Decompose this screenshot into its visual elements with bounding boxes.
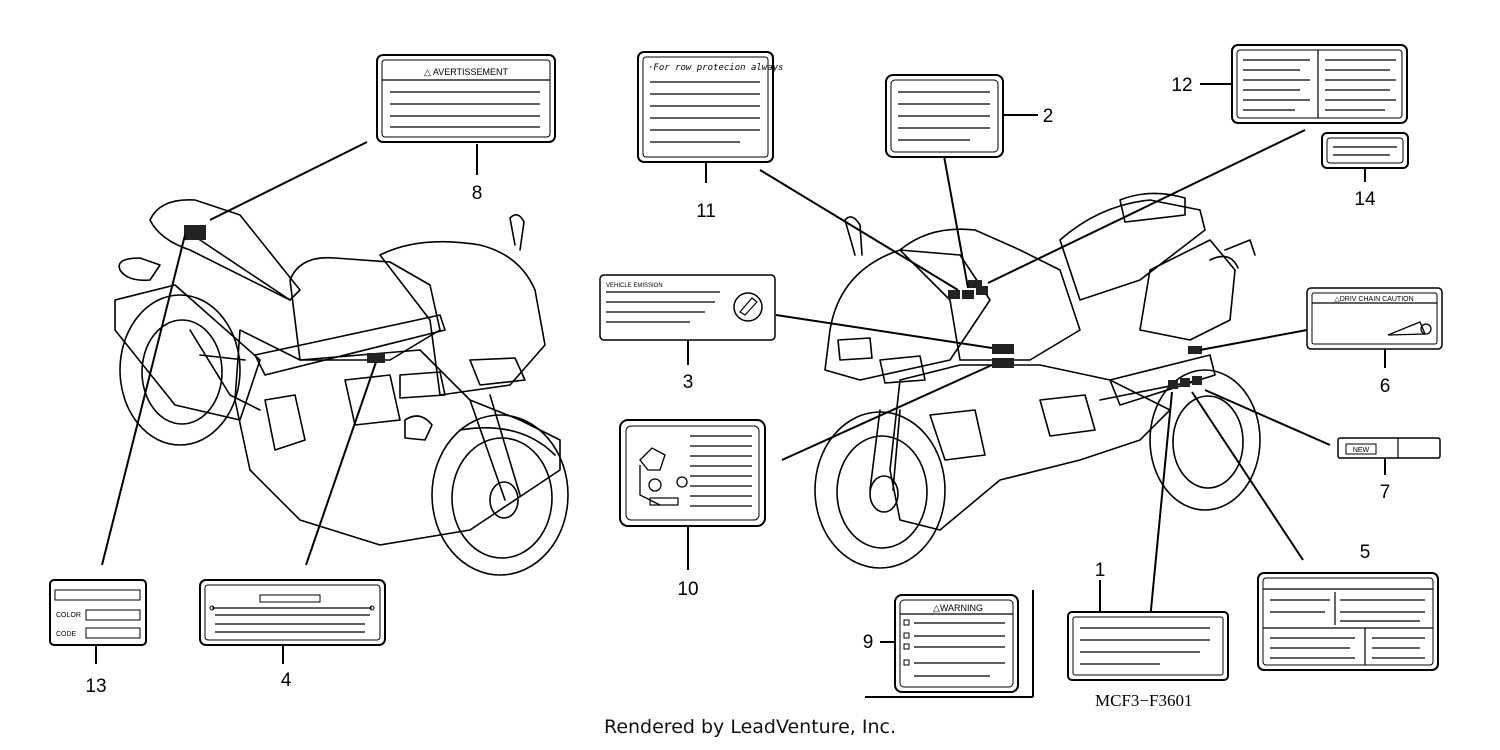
callout-3: 3 [683, 372, 694, 393]
label-12 [1231, 44, 1408, 124]
color-text: COLOR [56, 612, 81, 619]
right-bike-label-patches [948, 280, 1202, 389]
leader-lines [95, 83, 1386, 698]
tire-pressure-text: ·For row protecion always [648, 63, 783, 73]
callout-12: 12 [1171, 75, 1192, 96]
callout-5: 5 [1360, 542, 1371, 563]
callout-9: 9 [863, 632, 874, 653]
label-6-drive-chain-caution: △DRIV CHAIN CAUTION [1306, 287, 1443, 350]
new-text: NEW [1353, 447, 1370, 454]
label-8-avertissement: △ AVERTISSEMENT [376, 54, 556, 143]
callout-1: 1 [1095, 560, 1106, 581]
callout-14: 14 [1354, 189, 1376, 210]
code-text: CODE [56, 631, 77, 638]
callout-6: 6 [1380, 376, 1391, 397]
avertissement-text: △ AVERTISSEMENT [424, 67, 509, 77]
callout-2: 2 [1043, 106, 1054, 127]
label-9-warning: △WARNING [894, 594, 1019, 693]
label-5: 5 [1257, 542, 1439, 671]
label-13-color-code: COLOR CODE [49, 579, 147, 646]
label-10 [619, 419, 766, 527]
drive-chain-text: △DRIV CHAIN CAUTION [1334, 296, 1413, 303]
label-patch-8-location [184, 225, 206, 240]
callout-7: 7 [1380, 482, 1391, 503]
footer-credit: Rendered by LeadVenture, Inc. [603, 716, 897, 738]
callout-13: 13 [85, 676, 106, 697]
label-3-vehicle-emission: VEHICLE EMISSION [599, 274, 776, 341]
label-patch-4-location [367, 353, 385, 363]
label-4 [199, 579, 386, 646]
callout-10: 10 [677, 579, 698, 600]
left-motorcycle-illustration [114, 199, 569, 576]
warning-text: △WARNING [933, 603, 983, 613]
callout-8: 8 [472, 183, 483, 204]
label-2 [885, 74, 1004, 158]
right-motorcycle-illustration [814, 192, 1261, 569]
label-7-new: NEW [1337, 437, 1441, 459]
label-1: 1 [1067, 560, 1229, 681]
diagram-code: MCF3−F3601 [1095, 691, 1192, 710]
vehicle-emission-text: VEHICLE EMISSION [606, 283, 663, 289]
label-14 [1321, 132, 1409, 169]
label-11-tire-information: ·For row protecion always [637, 51, 783, 163]
callout-11: 11 [696, 201, 716, 222]
callout-4: 4 [281, 670, 292, 691]
